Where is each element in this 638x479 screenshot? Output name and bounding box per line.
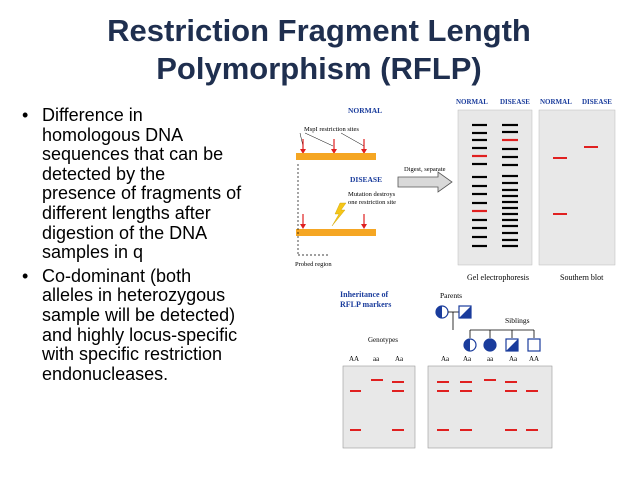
bullet-line: homologous DNA	[42, 124, 184, 145]
genotype-bands	[350, 379, 538, 431]
genotype-label: aa	[487, 355, 494, 363]
bullet-line: presence of fragments of	[42, 183, 242, 204]
bullet-list: • Difference in homologous DNA sequences…	[20, 105, 285, 388]
bullet-marker: •	[22, 105, 29, 125]
sibling-male-unaffected-symbol	[527, 338, 541, 352]
title-line-2: Polymorphism (RFLP)	[156, 51, 482, 86]
genotype-label: Aa	[395, 355, 404, 363]
cut-arrowhead	[361, 149, 367, 154]
blot-panel	[538, 109, 616, 266]
siblings-row	[463, 330, 541, 352]
blot-header-disease: DISEASE	[582, 98, 612, 106]
mutation-label-1: Mutation destroys	[348, 191, 396, 198]
bullet-line: detected by the	[42, 163, 166, 184]
cut-arrowhead	[300, 149, 306, 154]
slide-title: Restriction Fragment Length Polymorphism…	[0, 12, 638, 88]
genotype-label: Aa	[441, 355, 450, 363]
sibling-female-heterozygous-symbol	[463, 338, 477, 352]
bullet-line: digestion of the DNA	[42, 222, 208, 243]
bullet-line: different lengths after	[42, 202, 211, 223]
bullet-line: samples in q	[42, 242, 144, 263]
gel-bands	[472, 123, 518, 248]
genotype-label: Aa	[463, 355, 472, 363]
bullet-line: endonucleases.	[42, 363, 169, 384]
genotype-gel-left	[342, 365, 416, 449]
disease-label: DISEASE	[350, 175, 382, 184]
genotype-label: Aa	[509, 355, 518, 363]
restriction-sites-label: MspI restriction sites	[304, 126, 359, 133]
mutation-label-2: one restriction site	[348, 199, 396, 206]
cut-arrowhead	[331, 149, 337, 154]
parents-label: Parents	[440, 291, 462, 300]
bullet-line: sample will be detected)	[42, 304, 236, 325]
bullet-marker: •	[22, 265, 29, 286]
bullet-item-difference: • Difference in homologous DNA sequences…	[20, 105, 285, 263]
blot-header-normal: NORMAL	[540, 98, 572, 106]
bullet-line: Difference in	[42, 105, 143, 125]
bullet-item-codominant: • Co-dominant (both alleles in heterozyg…	[20, 265, 285, 385]
bullet-line: with specific restriction	[42, 344, 223, 365]
genotype-label: AA	[349, 355, 359, 363]
gel-header-disease: DISEASE	[500, 98, 530, 106]
genotype-gel-right	[427, 365, 553, 449]
cut-arrowhead	[361, 224, 367, 229]
gel-panel	[457, 109, 533, 266]
title-line-1: Restriction Fragment Length	[107, 13, 531, 48]
gel-caption: Gel electrophoresis	[467, 273, 529, 282]
parent-male-symbol	[458, 305, 472, 319]
probed-region-label: Probed region	[295, 261, 332, 268]
process-arrow-icon	[397, 171, 453, 193]
genotype-label: aa	[373, 355, 380, 363]
digest-label: Digest, separate	[404, 166, 446, 173]
disease-dna-strand	[296, 229, 376, 236]
bullet-line: and highly locus-specific	[42, 324, 238, 345]
inheritance-title-2: RFLP markers	[340, 300, 391, 309]
siblings-label: Siblings	[505, 316, 530, 325]
bullet-line: alleles in heterozygous	[42, 285, 226, 306]
cut-arrowhead	[300, 224, 306, 229]
inheritance-title-1: Inheritance of	[340, 290, 389, 299]
normal-dna-strand	[296, 153, 376, 160]
gel-header-normal: NORMAL	[456, 98, 488, 106]
sibling-female-affected-symbol	[483, 338, 497, 352]
parent-female-symbol	[435, 305, 449, 319]
bullet-line: sequences that can be	[42, 144, 224, 165]
sibling-male-heterozygous-symbol	[505, 338, 519, 352]
lightning-bolt-icon	[331, 202, 347, 227]
genotypes-label: Genotypes	[368, 336, 398, 344]
normal-label: NORMAL	[348, 106, 382, 115]
blot-caption: Southern blot	[560, 273, 604, 282]
bullet-line: Co-dominant (both	[42, 265, 192, 286]
genotype-label: AA	[529, 355, 539, 363]
